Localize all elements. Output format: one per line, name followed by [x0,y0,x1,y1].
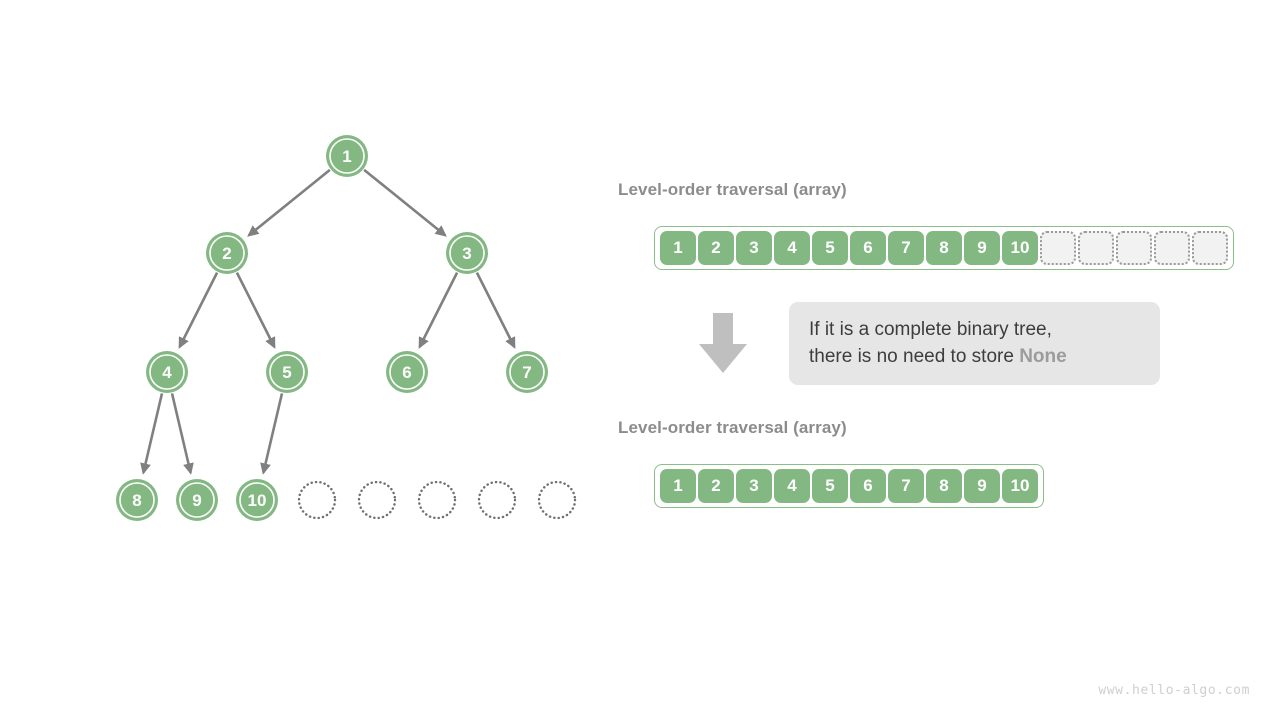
tree-node-outer-circle [236,479,278,521]
array-cell-empty [1192,231,1228,265]
tree-edge [475,272,516,349]
array-cell: 7 [888,231,924,265]
tree-node-inner-ring [389,354,425,390]
array-cell: 5 [812,469,848,503]
tree-node-dotted-circle [297,480,337,520]
array-bottom-label: Level-order traversal (array) [618,418,847,437]
tree-node-empty [477,480,517,520]
tree-edges [140,168,516,475]
tree-nodes: 1 2 3 4 5 6 7 8 9 10 [116,135,577,521]
tree-node: 4 [146,351,188,393]
tree-node: 5 [266,351,308,393]
array-cell: 2 [698,231,734,265]
tree-node-label: 8 [132,491,141,510]
tree-node-label: 2 [222,244,231,263]
tree-node-label: 7 [522,363,531,382]
tree-node-label: 1 [342,147,351,166]
watermark: www.hello-algo.com [1098,683,1250,698]
tree-node-outer-circle [146,351,188,393]
tree-node-outer-circle [326,135,368,177]
tree-node-outer-circle [446,232,488,274]
tree-node-empty [417,480,457,520]
array-cell: 3 [736,231,772,265]
tree-node-outer-circle [386,351,428,393]
tree-node-outer-circle [506,351,548,393]
array-cell: 1 [660,469,696,503]
callout-line-2-prefix: there is no need to store [809,345,1020,367]
tree-node-label: 5 [282,363,291,382]
tree-edge [418,272,459,349]
tree-node: 8 [116,479,158,521]
array-cell: 1 [660,231,696,265]
tree-edge [260,393,284,475]
callout-none-keyword: None [1019,345,1067,367]
tree-node: 3 [446,232,488,274]
tree-node-inner-ring [119,482,155,518]
array-cell-empty [1154,231,1190,265]
array-cell-empty [1078,231,1114,265]
tree-edge [247,168,331,237]
tree-node-empty [537,480,577,520]
tree-node: 1 [326,135,368,177]
tree-node-outer-circle [266,351,308,393]
tree-edge [140,393,164,475]
tree-node: 7 [506,351,548,393]
tree-node-label: 6 [402,363,411,382]
tree-node-outer-circle [176,479,218,521]
array-cell: 2 [698,469,734,503]
array-cell-empty [1040,231,1076,265]
tree-node-inner-ring [149,354,185,390]
tree-node-inner-ring [179,482,215,518]
callout-line-1: If it is a complete binary tree, [809,318,1052,340]
array-cell: 9 [964,469,1000,503]
tree-node-inner-ring [449,235,485,271]
tree-node-label: 3 [462,244,471,263]
tree-node-dotted-circle [537,480,577,520]
array-cell: 8 [926,231,962,265]
tree-node-label: 10 [248,491,267,510]
array-cell: 3 [736,469,772,503]
array-cell: 4 [774,231,810,265]
tree-node-dotted-circle [477,480,517,520]
tree-edge [235,272,276,349]
tree-node: 6 [386,351,428,393]
tree-node: 9 [176,479,218,521]
tree-node-empty [297,480,337,520]
down-arrow-icon [699,313,747,373]
array-cell: 8 [926,469,962,503]
tree-node: 2 [206,232,248,274]
tree-node-inner-ring [509,354,545,390]
array-cell-empty [1116,231,1152,265]
tree-node-label: 4 [162,363,172,382]
array-cell: 5 [812,231,848,265]
tree-node-empty [357,480,397,520]
array-cell: 6 [850,469,886,503]
array-cell: 7 [888,469,924,503]
array-cell: 10 [1002,469,1038,503]
tree-node-inner-ring [269,354,305,390]
tree-edge [178,272,219,349]
tree-node-label: 9 [192,491,201,510]
tree-node-outer-circle [116,479,158,521]
callout-box: If it is a complete binary tree, there i… [789,302,1160,385]
tree-node-dotted-circle [417,480,457,520]
array-top-label: Level-order traversal (array) [618,180,847,199]
tree-node-dotted-circle [357,480,397,520]
tree-node-inner-ring [329,138,365,174]
tree-node-inner-ring [239,482,275,518]
tree-edge [170,393,194,475]
array-cell: 6 [850,231,886,265]
tree-node-inner-ring [209,235,245,271]
tree-node: 10 [236,479,278,521]
tree-node-outer-circle [206,232,248,274]
callout-text: If it is a complete binary tree, there i… [809,317,1067,371]
array-cell: 4 [774,469,810,503]
array-cell: 10 [1002,231,1038,265]
tree-edge [363,168,447,237]
array-cell: 9 [964,231,1000,265]
